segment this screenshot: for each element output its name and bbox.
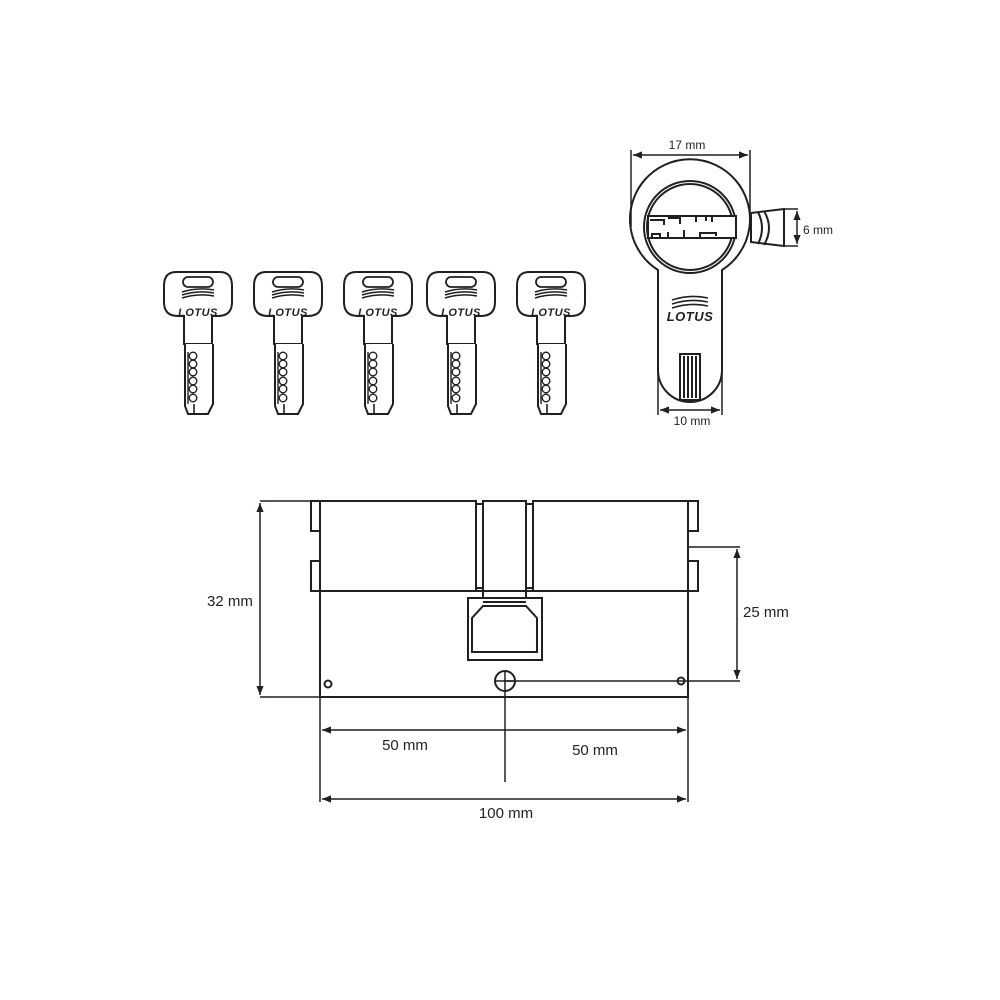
key: LOTUS bbox=[343, 271, 413, 415]
height-32mm-label: 32 mm bbox=[207, 593, 253, 610]
left-length-50mm-label: 50 mm bbox=[382, 737, 428, 754]
cylinder-side-view bbox=[310, 500, 699, 698]
key: LOTUS bbox=[163, 271, 233, 415]
end-view-brand-label: LOTUS bbox=[667, 309, 714, 324]
key-brand-label: LOTUS bbox=[441, 307, 481, 319]
side-view-dimensions bbox=[256, 500, 741, 803]
key: LOTUS bbox=[516, 271, 586, 415]
cylinder-end-view bbox=[629, 158, 785, 403]
end-view-dimensions bbox=[630, 150, 801, 415]
key: LOTUS bbox=[253, 271, 323, 415]
right-length-50mm-label: 50 mm bbox=[572, 742, 618, 759]
key-brand-label: LOTUS bbox=[178, 307, 218, 319]
key-brand-label: LOTUS bbox=[531, 307, 571, 319]
key-brand-label: LOTUS bbox=[358, 307, 398, 319]
width-17mm-label: 17 mm bbox=[669, 138, 706, 152]
body-10mm-label: 10 mm bbox=[674, 414, 711, 428]
key-brand-label: LOTUS bbox=[268, 307, 308, 319]
key: LOTUS bbox=[426, 271, 496, 415]
total-length-100mm-label: 100 mm bbox=[479, 805, 533, 822]
cam-height-25mm-label: 25 mm bbox=[743, 604, 789, 621]
cam-6mm-label: 6 mm bbox=[803, 223, 833, 237]
